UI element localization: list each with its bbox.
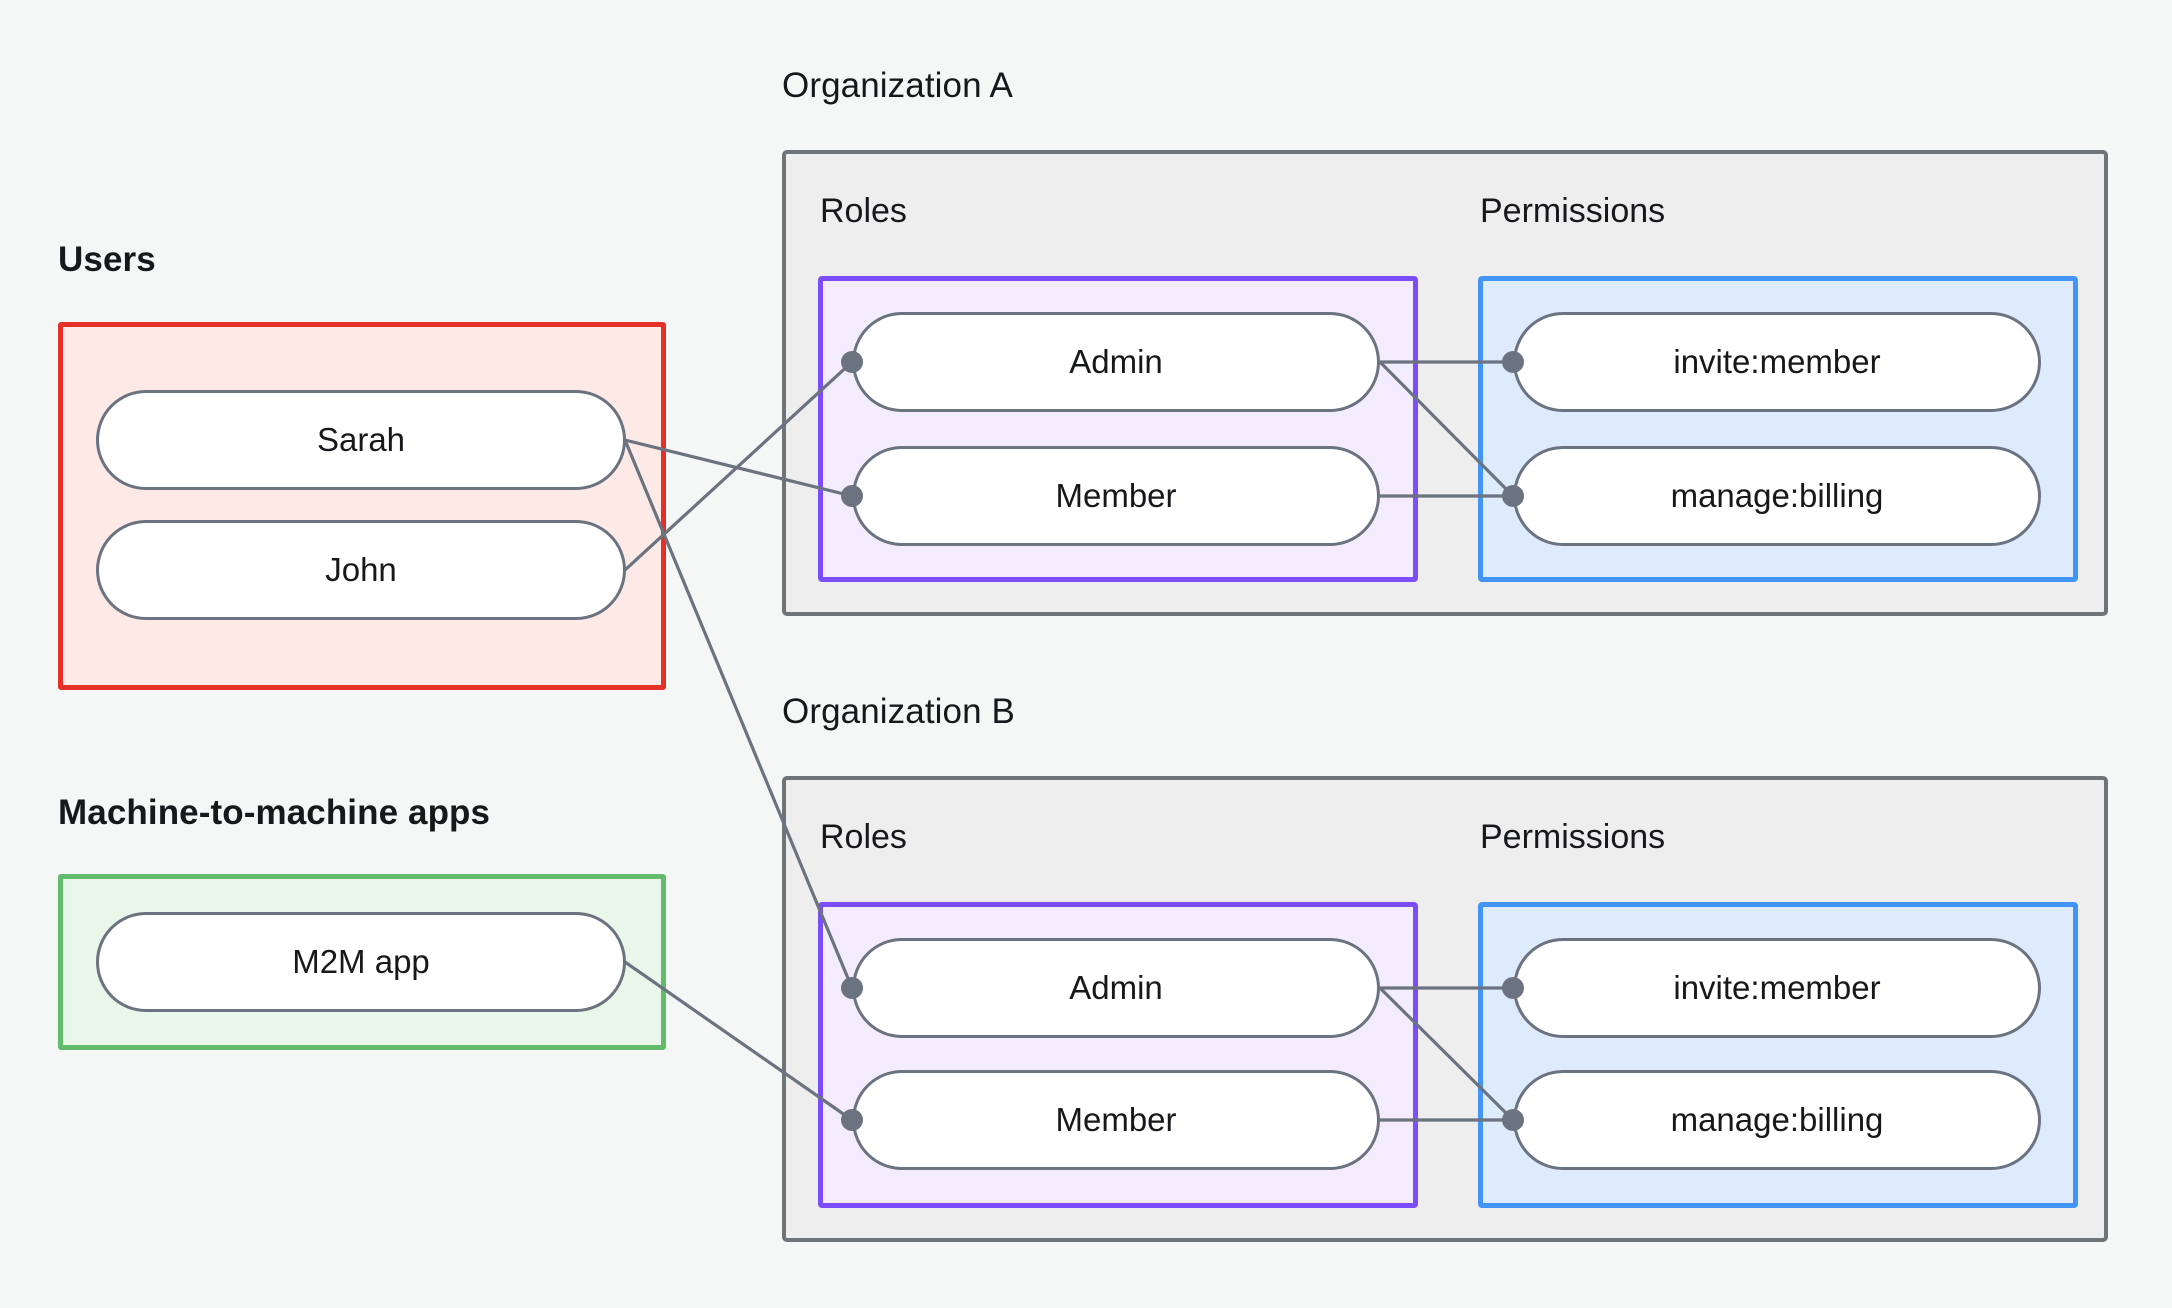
org-b-caption: Organization B [782,692,1015,731]
org-a-permissions-label: Permissions [1480,192,1666,230]
org-b-role-admin[interactable]: Admin [852,938,1380,1038]
user-node-john[interactable]: John [96,520,626,620]
org-a-role-member-label: Member [1055,477,1177,514]
m2m-node-app-label: M2M app [292,943,430,980]
m2m-node-app[interactable]: M2M app [96,912,626,1012]
org-a-permission-invite-member[interactable]: invite:member [1513,312,2041,412]
org-a-role-admin-label: Admin [1069,343,1163,380]
org-b-permission-manage-billing[interactable]: manage:billing [1513,1070,2041,1170]
org-b-role-member-label: Member [1055,1101,1177,1138]
org-a-permission-manage-billing-label: manage:billing [1670,477,1884,514]
org-a-permission-manage-billing[interactable]: manage:billing [1513,446,2041,546]
org-a-permission-invite-member-label: invite:member [1673,343,1881,380]
users-group-box [58,322,666,690]
org-a-role-admin[interactable]: Admin [852,312,1380,412]
org-a-caption: Organization A [782,66,1013,105]
user-node-sarah[interactable]: Sarah [96,390,626,490]
org-b-permission-manage-billing-label: manage:billing [1670,1101,1884,1138]
user-node-sarah-label: Sarah [316,421,406,458]
org-b-role-admin-label: Admin [1069,969,1163,1006]
users-caption: Users [58,240,156,279]
org-b-permission-invite-member-label: invite:member [1673,969,1881,1006]
org-b-permissions-label: Permissions [1480,818,1666,856]
org-a-role-member[interactable]: Member [852,446,1380,546]
org-b-roles-label: Roles [820,818,907,856]
org-b-permission-invite-member[interactable]: invite:member [1513,938,2041,1038]
org-a-roles-label: Roles [820,192,907,230]
m2m-caption: Machine-to-machine apps [58,793,491,832]
user-node-john-label: John [325,551,397,588]
org-b-role-member[interactable]: Member [852,1070,1380,1170]
